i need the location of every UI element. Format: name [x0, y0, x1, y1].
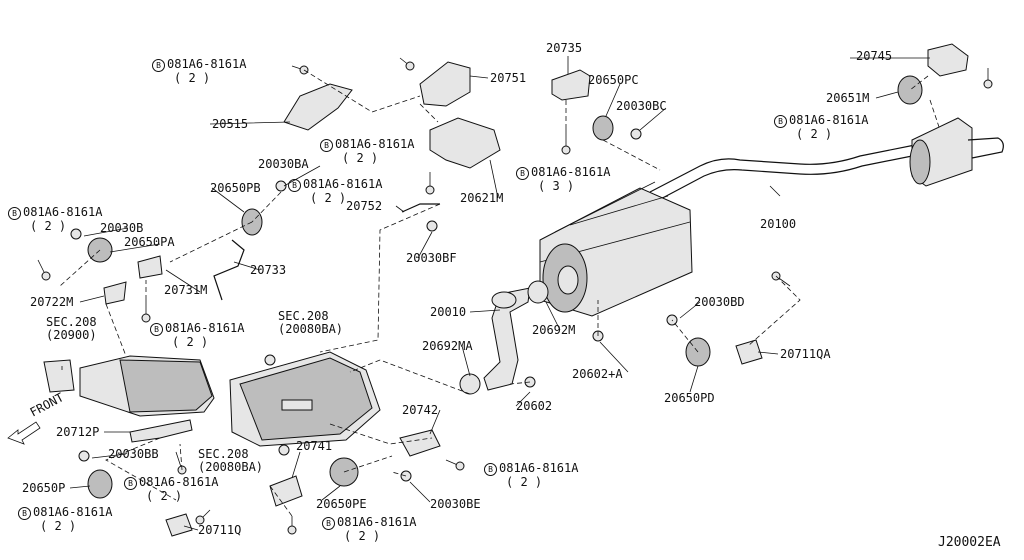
sensor-20733: [213, 239, 245, 301]
bolt-symbol-icon: B: [774, 115, 787, 128]
bolt-symbol-icon: B: [288, 179, 301, 192]
part-label-20030BD: 20030BD: [694, 295, 745, 309]
bolts: [37, 57, 993, 535]
clamp-20711Q: [165, 513, 193, 537]
bracket-20742: [399, 429, 441, 457]
bracket-20745: [927, 43, 969, 77]
part-label-20712P: 20712P: [56, 425, 100, 439]
sec208-label-20900: SEC.208(20900): [46, 315, 97, 342]
part-label-20010: 20010: [430, 305, 467, 319]
bracket-20741: [269, 475, 303, 507]
part-label-20650PB: 20650PB: [210, 181, 261, 195]
mount-20651M: [897, 75, 923, 105]
main-pipe-20100: [649, 144, 918, 203]
gasket-20692M: [527, 280, 549, 304]
part-label-20651M: 20651M: [826, 91, 870, 105]
part-label-20745: 20745: [856, 49, 893, 63]
part-label-20030B: 20030B: [100, 221, 144, 235]
bracket-20751: [419, 61, 471, 107]
bolt-symbol-icon: B: [322, 517, 335, 530]
part-label-20100: 20100: [760, 217, 797, 231]
sensor-20752: [401, 203, 440, 213]
rear-muffler: [909, 117, 1004, 187]
bracket-20722M: [103, 281, 127, 305]
part-label-20731M: 20731M: [164, 283, 208, 297]
bolt-symbol-icon: B: [150, 323, 163, 336]
part-label-20692M: 20692M: [532, 323, 576, 337]
mount-20650PC: [592, 115, 614, 141]
part-label-20733: 20733: [250, 263, 287, 277]
part-label-20742: 20742: [402, 403, 439, 417]
nuts: [70, 128, 678, 482]
clamp-20711QA: [735, 339, 763, 365]
part-label-20650P: 20650P: [22, 481, 66, 495]
bolt-symbol-icon: B: [18, 507, 31, 520]
part-label-20692MA: 20692MA: [422, 339, 473, 353]
bracket-20731M: [137, 255, 163, 279]
part-label-20751: 20751: [490, 71, 527, 85]
bolt-symbol-icon: B: [8, 207, 21, 220]
part-label-20650PC: 20650PC: [588, 73, 639, 87]
diagram-code: J20002EA: [938, 535, 1001, 550]
part-label-20650PD: 20650PD: [664, 391, 715, 405]
bolt-symbol-icon: B: [320, 139, 333, 152]
front-arrow-icon: [7, 421, 41, 445]
part-label-20602A: 20602+A: [572, 367, 623, 381]
part-label-20515: 20515: [212, 117, 249, 131]
main-muffler: [539, 181, 693, 317]
mount-20621M: [429, 117, 501, 169]
part-label-20650PE: 20650PE: [316, 497, 367, 511]
part-label-20030BB: 20030BB: [108, 447, 159, 461]
part-label-20621M: 20621M: [460, 191, 504, 205]
part-label-20711QA: 20711QA: [780, 347, 831, 361]
bolt-symbol-icon: B: [516, 167, 529, 180]
part-label-20030BC: 20030BC: [616, 99, 667, 113]
gasket-20692MA: [459, 373, 481, 395]
sec208-label-20080BA-top: SEC.208(20080BA): [278, 309, 344, 336]
bracket-20515: [283, 83, 353, 131]
part-label-20030BE: 20030BE: [430, 497, 481, 511]
rear-catalyst: [229, 351, 381, 447]
part-label-20741: 20741: [296, 439, 333, 453]
bolt-symbol-icon: B: [484, 463, 497, 476]
bracket-20735: [551, 69, 591, 101]
bolt-symbol-icon: B: [152, 59, 165, 72]
front-catalyst: [43, 355, 215, 417]
part-label-20752: 20752: [346, 199, 383, 213]
part-label-20711Q: 20711Q: [198, 523, 242, 537]
part-label-20030BA: 20030BA: [258, 157, 309, 171]
part-label-20722M: 20722M: [30, 295, 74, 309]
sec208-label-20080BA-bottom: SEC.208(20080BA): [198, 447, 264, 474]
bolt-symbol-icon: B: [124, 477, 137, 490]
part-label-20030BF: 20030BF: [406, 251, 457, 265]
part-label-20602: 20602: [516, 399, 553, 413]
mount-20650P: [87, 469, 113, 499]
part-label-20735: 20735: [546, 41, 583, 55]
bracket-20712P: [129, 419, 193, 443]
leader-lines: [59, 56, 941, 531]
part-label-20650PA: 20650PA: [124, 235, 175, 249]
